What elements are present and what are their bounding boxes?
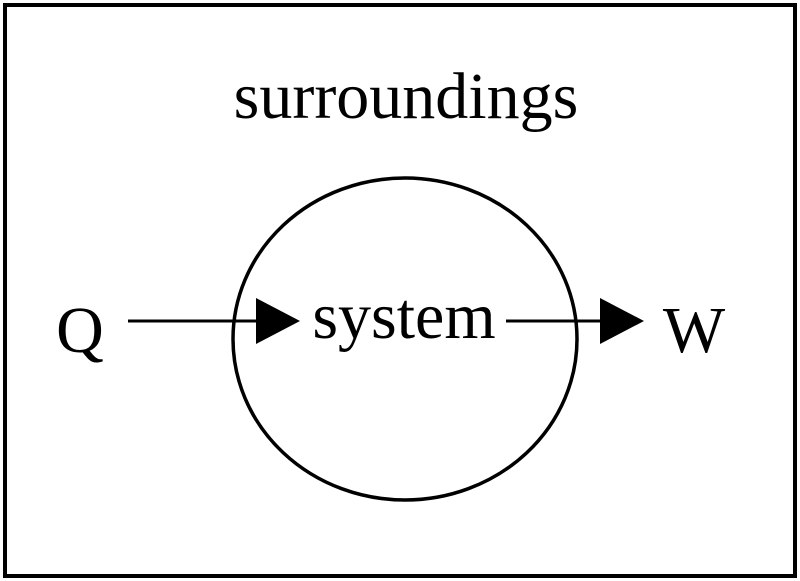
- surroundings-label: surroundings: [234, 60, 579, 133]
- surroundings-boundary: [3, 3, 797, 578]
- system-label: system: [312, 280, 495, 353]
- heat-input-label: Q: [56, 294, 104, 367]
- work-output-label: W: [663, 294, 726, 367]
- work-output-arrowhead: [600, 298, 644, 344]
- heat-input-arrowhead: [256, 298, 300, 344]
- system-boundary: [231, 176, 579, 502]
